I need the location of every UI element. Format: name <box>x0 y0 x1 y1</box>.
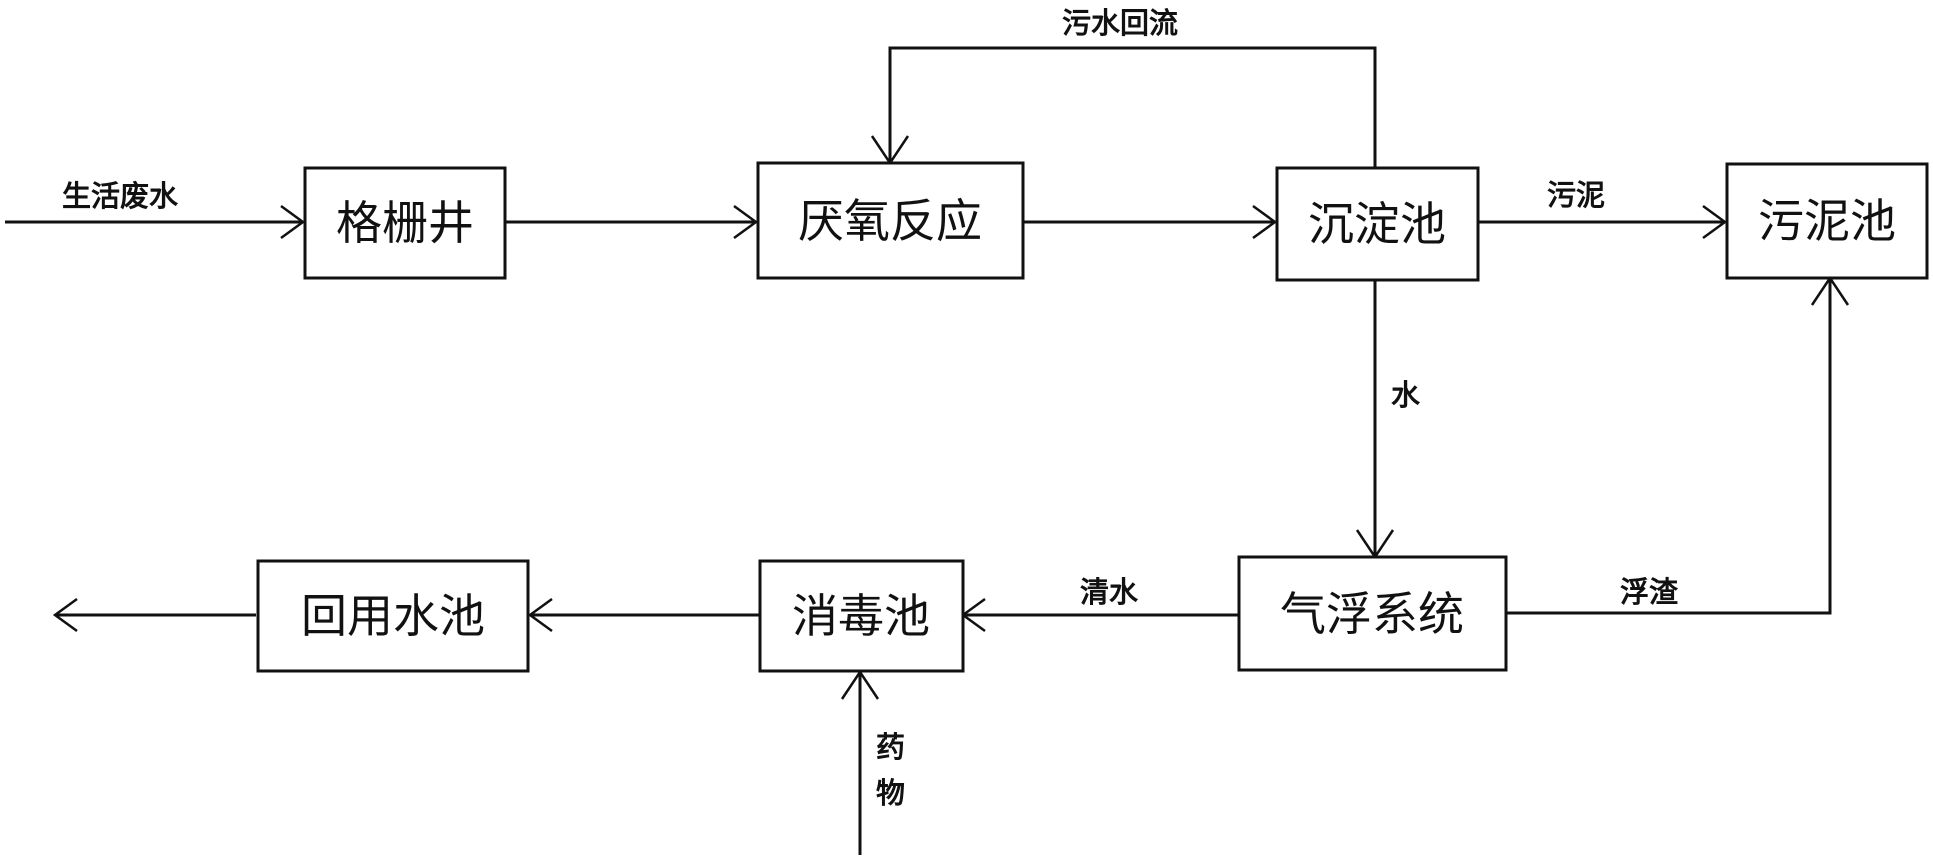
flow-scum-to-sludge <box>1506 278 1832 615</box>
node-label: 污泥池 <box>1758 194 1896 248</box>
label-chemical-1: 药 <box>876 730 905 764</box>
label-sewage-return: 污水回流 <box>1062 6 1178 40</box>
node-grille-well: 格栅井 <box>303 166 507 280</box>
node-label: 气浮系统 <box>1280 587 1464 641</box>
label-clean-water: 清水 <box>1080 575 1139 609</box>
arrowhead-anaerobic <box>733 204 759 240</box>
flow-sewage-return <box>888 46 1377 168</box>
node-anaerobic-reaction: 厌氧反应 <box>756 161 1025 280</box>
label-chemical-2: 物 <box>876 776 905 810</box>
label-domestic-wastewater: 生活废水 <box>62 179 179 213</box>
node-sedimentation-tank: 沉淀池 <box>1275 166 1480 282</box>
arrowhead-grille <box>280 204 306 240</box>
label-scum: 浮渣 <box>1620 575 1679 609</box>
node-label: 消毒池 <box>792 589 930 643</box>
edge-labels: 生活废水 污水回流 污泥 水 浮渣 清水 药 物 <box>62 6 1679 810</box>
node-label: 厌氧反应 <box>798 194 982 248</box>
arrowhead-reuse <box>527 597 553 633</box>
flow-lines <box>5 46 1850 855</box>
node-label: 格栅井 <box>336 196 474 250</box>
arrowhead-sludge-tank <box>1702 204 1728 240</box>
node-reuse-water-tank: 回用水池 <box>256 559 530 673</box>
node-disinfection-tank: 消毒池 <box>758 559 965 673</box>
arrowhead-out <box>52 597 78 633</box>
label-sludge: 污泥 <box>1547 178 1605 212</box>
label-water: 水 <box>1391 378 1421 412</box>
node-label: 回用水池 <box>301 589 485 643</box>
node-label: 沉淀池 <box>1308 197 1446 251</box>
node-sludge-tank: 污泥池 <box>1725 162 1929 280</box>
node-air-flotation: 气浮系统 <box>1237 555 1508 672</box>
arrowhead-sedimentation <box>1252 204 1278 240</box>
